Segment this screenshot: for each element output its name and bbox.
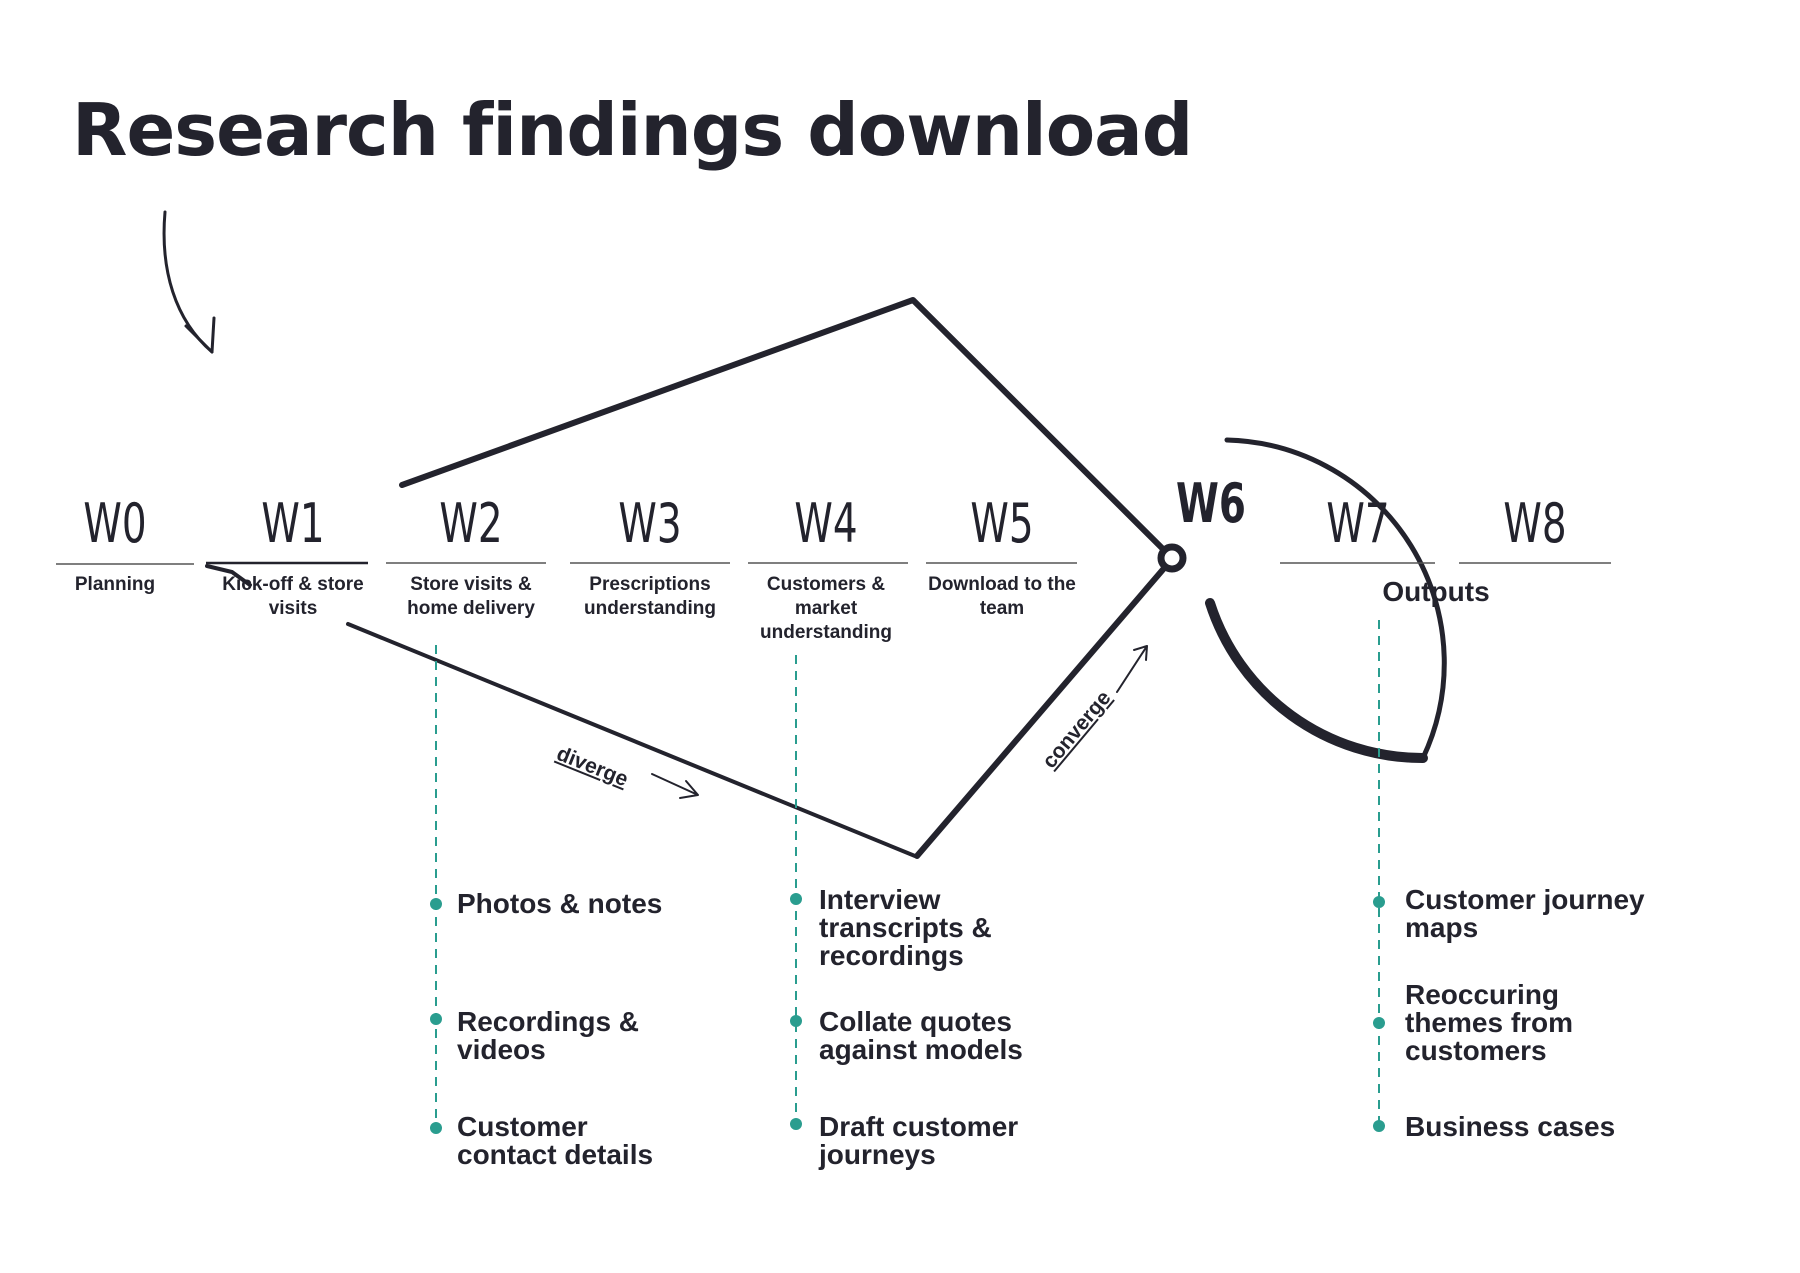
bullet-dot <box>430 1122 442 1134</box>
week-code-w6: W6 <box>1176 472 1246 535</box>
week-code-w0: W0 <box>83 492 147 555</box>
week-code-w1: W1 <box>261 492 325 555</box>
outputs-circle-lower-arc <box>1205 598 1428 764</box>
week-code-w2: W2 <box>439 492 503 555</box>
week-code-w8: W8 <box>1503 492 1567 555</box>
w2-deliverable: Photos & notes <box>457 888 663 919</box>
bullet-dot <box>430 898 442 910</box>
bullet-dot <box>790 1118 802 1130</box>
bullet-dot <box>1373 896 1385 908</box>
page-title: Research findings download <box>72 88 1193 172</box>
diverge-lower-line <box>205 564 252 587</box>
bullet-dot <box>430 1013 442 1025</box>
curved-arrow-head <box>184 316 216 354</box>
w4-deliverable: Interview transcripts & recordings <box>819 884 992 971</box>
week-code-w3: W3 <box>618 492 682 555</box>
w2-deliverable: Customer contact details <box>457 1111 654 1170</box>
w4-deliverable: Collate quotes against models <box>819 1006 1023 1065</box>
week-code-w5: W5 <box>970 492 1034 555</box>
diverge-lower-line-long <box>346 622 917 858</box>
week-label-w3: Prescriptions understanding <box>584 574 716 619</box>
bullet-dot <box>790 1015 802 1027</box>
converge-arrow-icon <box>1116 645 1148 693</box>
outputs-circle-upper-arc <box>1224 437 1447 761</box>
converge-line <box>914 563 1169 859</box>
week-label-w5: Download to the team <box>928 574 1076 619</box>
outputs-deliverable: Reoccuring themes from customers <box>1405 979 1574 1066</box>
bullet-dot <box>790 893 802 905</box>
outputs-deliverable: Business cases <box>1405 1111 1616 1142</box>
diverge-upper-line <box>399 297 1175 561</box>
curved-arrow-icon <box>162 210 214 354</box>
week-label-w0: Planning <box>74 574 156 595</box>
outputs-label: Outputs <box>1382 576 1490 607</box>
bullet-dot <box>1373 1120 1385 1132</box>
week-label-w2: Store visits & home delivery <box>407 574 535 619</box>
bullet-dot <box>1373 1017 1385 1029</box>
week-label-w4: Customers & market understanding <box>760 574 892 643</box>
week-code-w4: W4 <box>794 492 858 555</box>
week-code-w7: W7 <box>1326 492 1390 555</box>
week-label-w1: Kick-off & store visits <box>222 574 364 619</box>
w4-deliverable: Draft customer journeys <box>819 1111 1019 1170</box>
outputs-deliverable: Customer journey maps <box>1405 884 1645 943</box>
diverge-arrow-icon <box>651 773 699 799</box>
w2-deliverable: Recordings & videos <box>457 1006 640 1065</box>
w6-node <box>1157 543 1187 573</box>
